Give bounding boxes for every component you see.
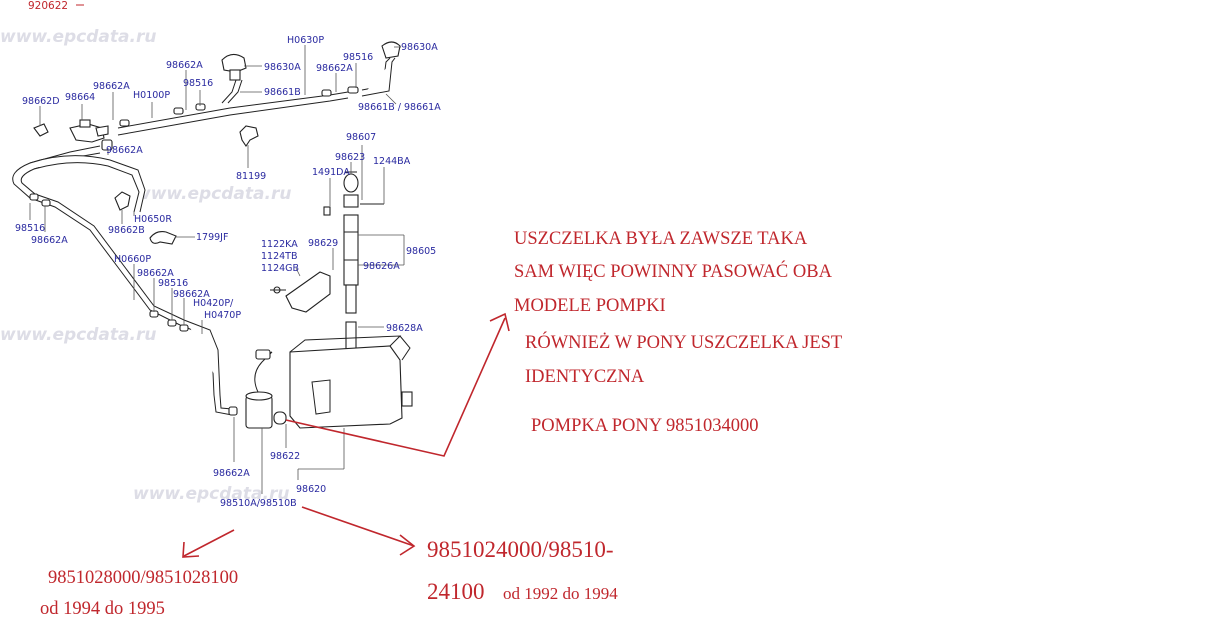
washer-pump xyxy=(245,349,287,429)
part-label: 98661B / 98661A xyxy=(358,102,441,113)
arrow-to-notes xyxy=(285,317,506,457)
grommet xyxy=(33,123,49,137)
note-line: SAM WIĘC POWINNY PASOWAĆ OBA xyxy=(514,260,833,282)
washer-nozzle-left xyxy=(69,119,113,151)
part-label: H0470P xyxy=(204,310,241,321)
pump-new-part-number: 9851028000/9851028100 xyxy=(48,568,238,588)
part-label: 98510A/98510B xyxy=(220,498,297,509)
watermark: www.epcdata.ru xyxy=(0,325,156,345)
hose-connectors-lower xyxy=(29,193,238,416)
part-label: 98516 xyxy=(15,223,45,234)
part-label: 98662A xyxy=(137,268,174,279)
leader-lines xyxy=(29,45,405,494)
part-label: H0630P xyxy=(287,35,324,46)
pump-new-years: od 1994 do 1995 xyxy=(40,599,165,619)
part-label: 98661B xyxy=(264,87,301,98)
part-label: H0420P/ xyxy=(193,298,234,309)
note-line: IDENTYCZNA xyxy=(525,367,645,387)
washer-nozzle-center xyxy=(221,53,247,81)
part-label: 98662A xyxy=(31,235,68,246)
part-label: 98662A xyxy=(166,60,203,71)
filler-neck xyxy=(343,214,359,351)
hose-clip xyxy=(239,125,259,147)
note-line: POMPKA PONY 9851034000 xyxy=(531,416,759,436)
part-label: 98662A xyxy=(93,81,130,92)
part-label: 98629 xyxy=(308,238,338,249)
part-label: 98516 xyxy=(343,52,373,63)
part-label: H0660P xyxy=(114,254,151,265)
part-label: 1122KA xyxy=(261,239,298,250)
part-label: 98630A xyxy=(264,62,301,73)
part-label: 98516 xyxy=(158,278,188,289)
note-line: RÓWNIEŻ W PONY USZCZELKA JEST xyxy=(525,331,842,353)
part-label: 81199 xyxy=(236,171,266,182)
hose-connectors-upper xyxy=(119,86,359,127)
part-label: 98662A xyxy=(106,145,143,156)
part-label: 98607 xyxy=(346,132,376,143)
diagram-code: 920622 xyxy=(28,0,68,12)
notes: USZCZELKA BYŁA ZAWSZE TAKA SAM WIĘC POWI… xyxy=(40,229,842,619)
reservoir-cap xyxy=(323,171,384,216)
part-label: 1124TB xyxy=(261,251,298,262)
note-line: USZCZELKA BYŁA ZAWSZE TAKA xyxy=(514,229,808,249)
part-label: 98662D xyxy=(22,96,60,107)
part-label: 98662A xyxy=(173,289,210,300)
arrow-old-pump xyxy=(301,506,415,547)
watermark: www.epcdata.ru xyxy=(0,27,156,47)
part-label: 98662B xyxy=(108,225,145,236)
annotation-arrows xyxy=(182,312,510,558)
pump-old-part-number-cont: 24100 xyxy=(427,579,485,604)
part-label: 1124GB xyxy=(261,263,299,274)
part-label: 1799JF xyxy=(196,232,228,243)
note-line: MODELE POMPKI xyxy=(514,296,666,316)
watermark: www.epcdata.ru xyxy=(133,484,289,504)
part-label: 98605 xyxy=(406,246,436,257)
part-label: H0100P xyxy=(133,90,170,101)
washer-reservoir xyxy=(289,335,413,429)
part-label: H0650R xyxy=(134,214,172,225)
part-label: 98630A xyxy=(401,42,438,53)
part-label: 98664 xyxy=(65,92,95,103)
part-label: 98662A xyxy=(213,468,250,479)
reservoir-bracket xyxy=(270,271,331,313)
part-label: 98662A xyxy=(316,63,353,74)
part-label: 98622 xyxy=(270,451,300,462)
part-label: 98628A xyxy=(386,323,423,334)
hose-clip-lower xyxy=(149,231,177,245)
washer-nozzle-right xyxy=(381,41,401,59)
part-label: 1244BA xyxy=(373,156,411,167)
part-label: 1491DA xyxy=(312,167,350,178)
pump-old-years: od 1992 do 1994 xyxy=(503,584,618,603)
hose-lower-assembly xyxy=(12,145,233,416)
hose-upper-assembly xyxy=(117,57,396,136)
part-labels: 98662D 98664 98662A H0100P 98662A 98516 … xyxy=(15,35,441,509)
part-label: 98626A xyxy=(363,261,400,272)
pump-old-part-number: 9851024000/98510- xyxy=(427,537,614,562)
hose-clamp xyxy=(114,191,131,211)
part-label: 98623 xyxy=(335,152,365,163)
part-label: 98620 xyxy=(296,484,326,495)
watermark: www.epcdata.ru xyxy=(135,184,291,204)
arrow-new-pump xyxy=(183,529,235,557)
part-label: 98516 xyxy=(183,78,213,89)
